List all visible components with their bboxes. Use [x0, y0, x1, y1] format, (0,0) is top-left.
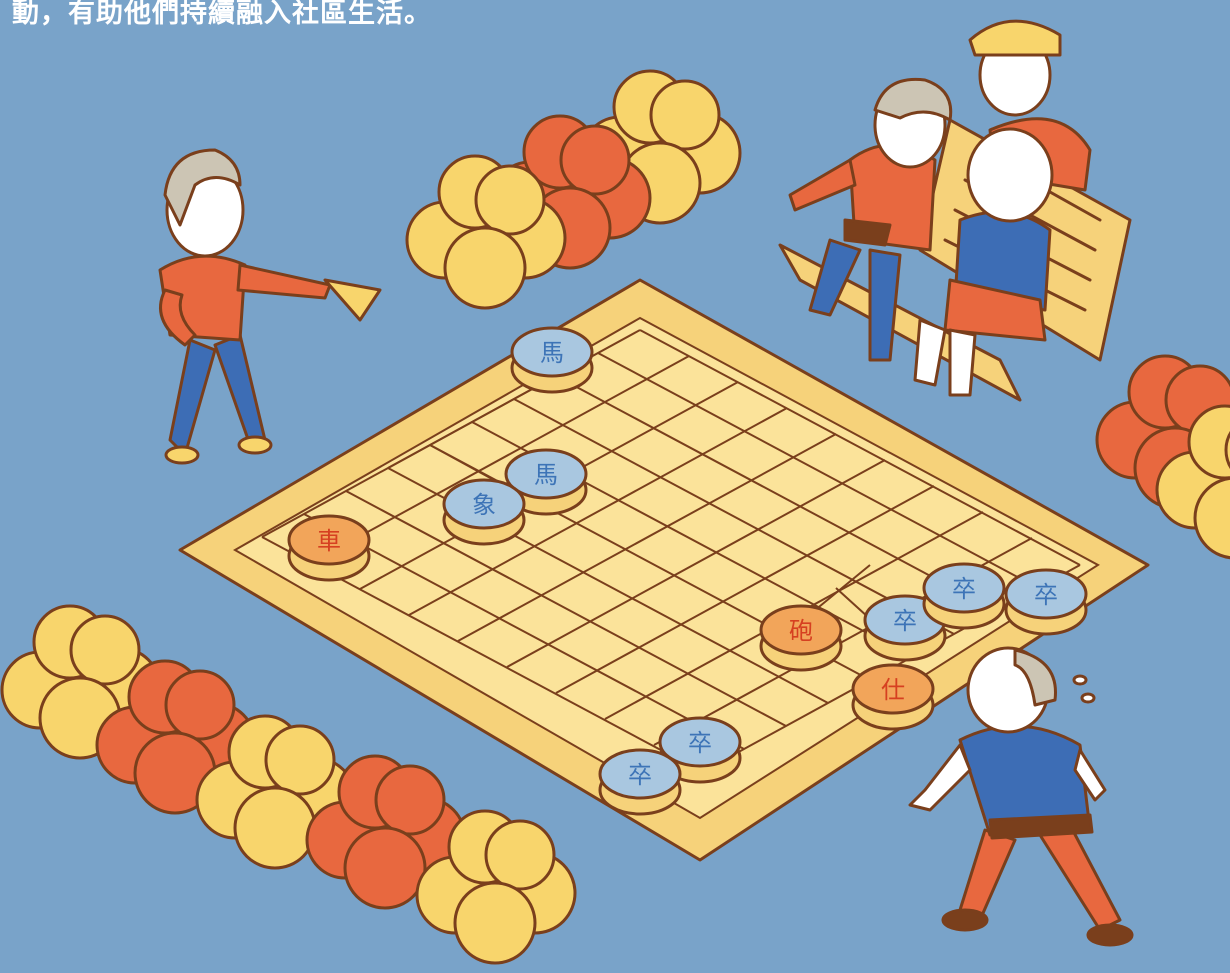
piece-blue-elephant: 象: [442, 478, 526, 546]
man-with-fan: [158, 148, 382, 465]
piece-blue-soldier: 卒: [922, 562, 1006, 630]
piece-blue-soldier: 卒: [598, 748, 682, 816]
svg-text:卒: 卒: [688, 729, 712, 757]
piece-red-advisor: 仕: [851, 663, 935, 731]
svg-text:馬: 馬: [540, 339, 564, 367]
svg-text:卒: 卒: [628, 761, 652, 789]
chess-pieces: 馬 馬 象 車 砲 仕 卒: [287, 326, 1088, 816]
caption-text: 動，有助他們持續融入社區生活。: [12, 0, 432, 29]
piece-blue-soldier: 卒: [1004, 568, 1088, 636]
bush-cluster-top: [405, 69, 742, 310]
svg-text:馬: 馬: [534, 461, 558, 489]
svg-text:卒: 卒: [893, 607, 917, 635]
piece-blue-soldier: 卒: [863, 594, 947, 662]
piece-blue-horse-top: 馬: [510, 326, 594, 394]
svg-text:卒: 卒: [952, 575, 976, 603]
svg-text:車: 車: [317, 527, 341, 555]
svg-text:仕: 仕: [881, 676, 905, 704]
svg-text:卒: 卒: [1034, 581, 1058, 609]
svg-text:砲: 砲: [789, 617, 813, 645]
piece-red-cannon: 砲: [759, 604, 843, 672]
running-man: [908, 646, 1134, 947]
piece-red-chariot: 車: [287, 514, 371, 582]
bush-cluster-right: [1095, 354, 1230, 560]
bench-group: [778, 19, 1132, 402]
svg-text:象: 象: [472, 491, 496, 519]
